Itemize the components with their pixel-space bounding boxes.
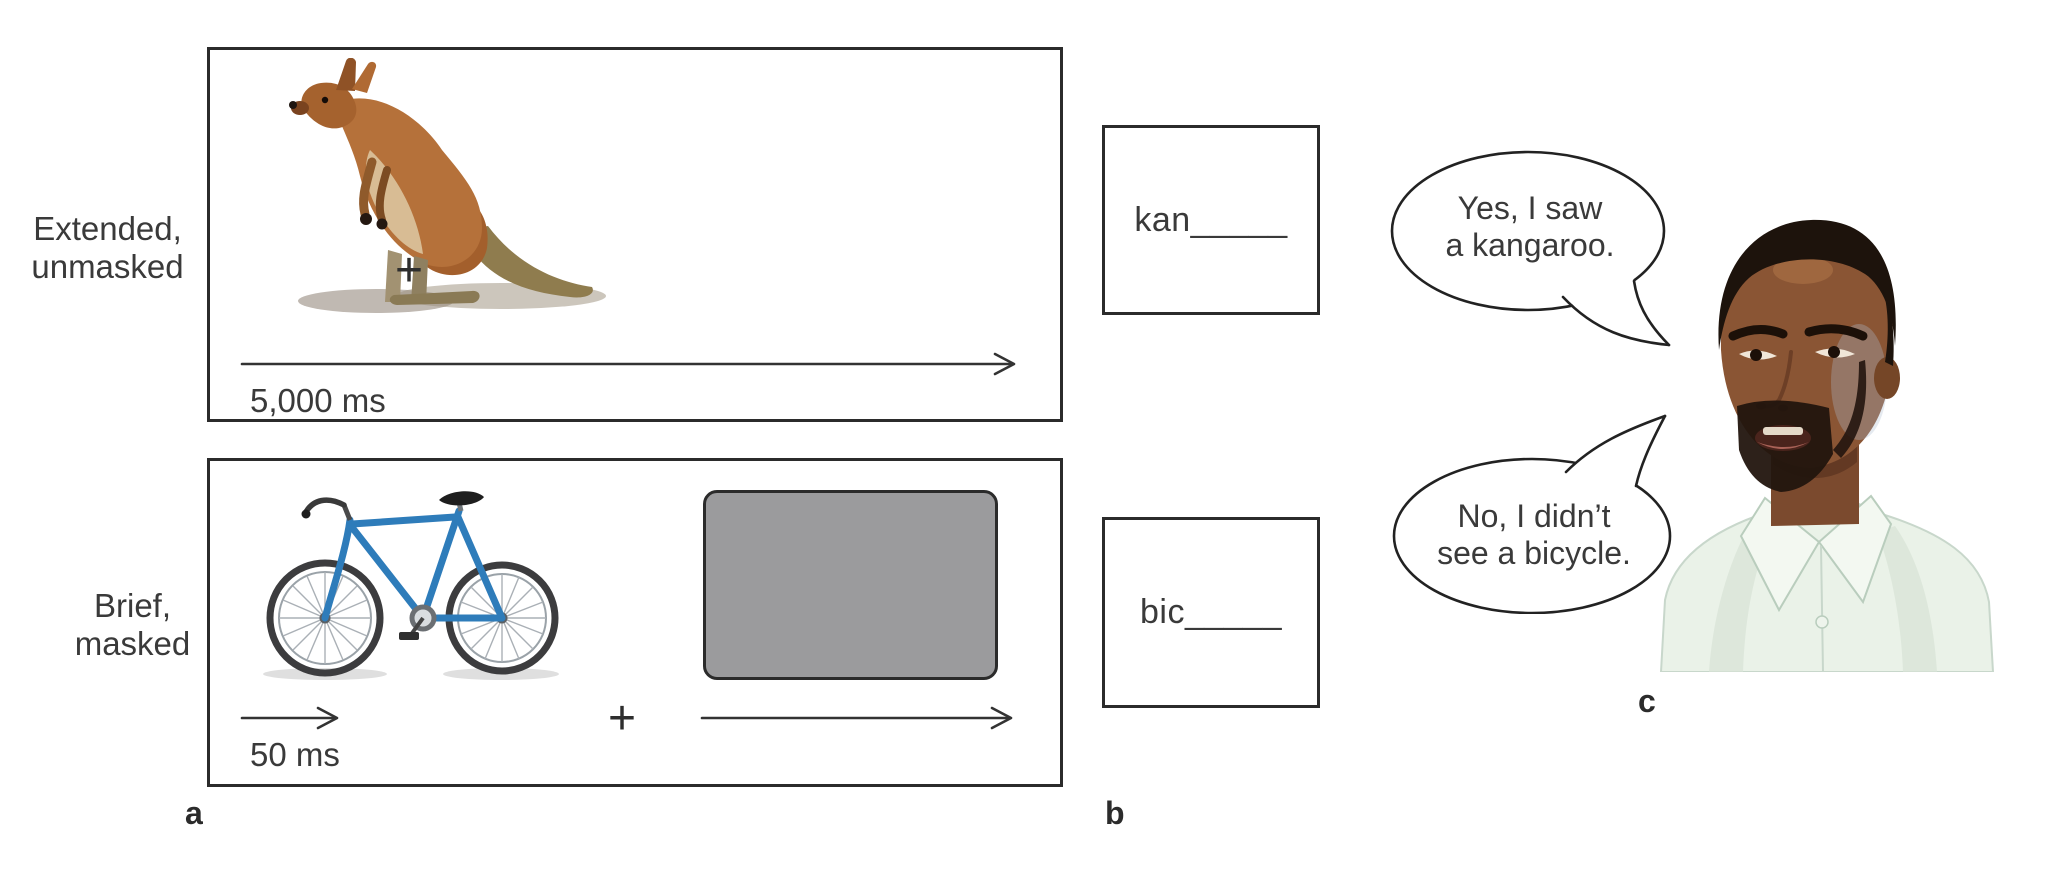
- word-stem-box-kangaroo: kan_____: [1102, 125, 1320, 315]
- fixation-cross-extended: +: [394, 243, 424, 297]
- condition-label-extended: Extended, unmasked: [10, 210, 205, 286]
- fixation-cross-brief: +: [607, 691, 637, 745]
- panel-letter-b: b: [1105, 795, 1125, 831]
- condition-label-extended-line2: unmasked: [31, 248, 184, 285]
- person-shirt: [1659, 494, 1995, 672]
- kangaroo-image: [289, 58, 606, 313]
- panel-letter-a: a: [185, 795, 203, 831]
- speech-bubble-bicycle-line2: see a bicycle.: [1437, 535, 1631, 571]
- speech-bubble-kangaroo-line2: a kangaroo.: [1445, 227, 1615, 263]
- word-stem-bicycle: bic_____: [1139, 593, 1282, 631]
- speech-bubble-kangaroo: [1390, 150, 1671, 347]
- bicycle-frame: [321, 507, 506, 622]
- condition-label-extended-line1: Extended,: [33, 210, 182, 247]
- condition-label-brief: Brief, masked: [35, 587, 230, 663]
- speech-bubble-kangaroo-text: Yes, I saw a kangaroo.: [1400, 190, 1660, 264]
- speech-bubble-bicycle-line1: No, I didn’t: [1457, 498, 1611, 534]
- condition-label-brief-line1: Brief,: [93, 587, 172, 624]
- panel-letter-c: c: [1638, 683, 1656, 719]
- person-eyes: [1739, 346, 1855, 361]
- speech-bubble-kangaroo-line1: Yes, I saw: [1457, 190, 1603, 226]
- speech-bubble-bicycle-text: No, I didn’t see a bicycle.: [1402, 498, 1666, 572]
- duration-label-brief: 50 ms: [250, 736, 340, 773]
- word-stem-kangaroo: kan_____: [1134, 200, 1288, 239]
- visual-mask: [703, 490, 998, 680]
- condition-label-brief-line2: masked: [74, 625, 191, 662]
- word-stem-box-bicycle: bic_____: [1102, 517, 1320, 708]
- duration-label-extended: 5,000 ms: [250, 382, 386, 419]
- bicycle-image: [263, 491, 559, 680]
- speech-bubble-bicycle: [1392, 414, 1672, 614]
- person-image: [1659, 219, 1995, 672]
